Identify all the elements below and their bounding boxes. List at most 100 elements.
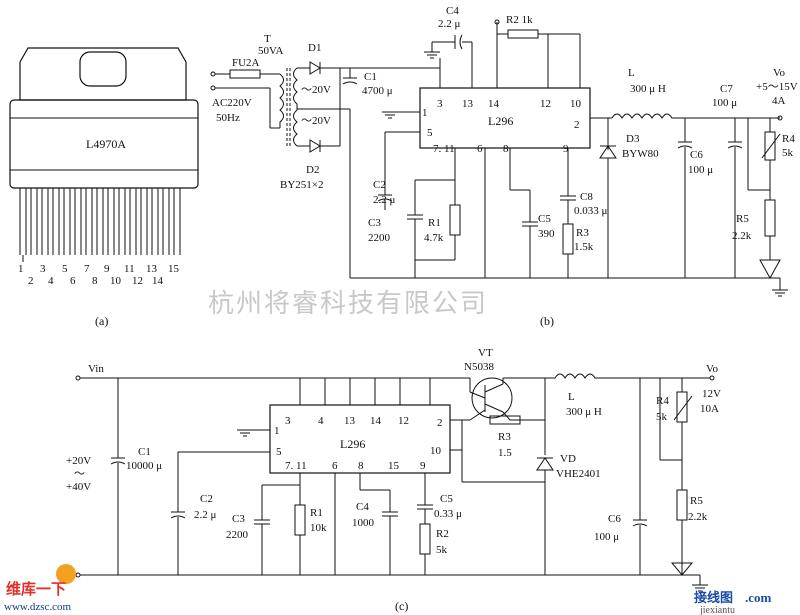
d1-label: D1 <box>308 42 321 54</box>
ic-pin: 10 <box>570 98 582 110</box>
fuse-label: FU2A <box>232 57 260 69</box>
caption-b: (b) <box>540 314 554 328</box>
pin-number: 6 <box>70 275 76 287</box>
r1-resistor <box>449 204 461 236</box>
r2-label: R2 1k <box>506 14 533 26</box>
c1-name: C1 <box>138 446 151 458</box>
footer-logo-left: 维库一下 www.dzsc.com <box>4 564 76 613</box>
c4-plate <box>459 34 463 50</box>
c4-value: 2.2 μ <box>438 18 461 30</box>
r4-value: 5k <box>782 147 794 159</box>
secondary-1-label: ～20V <box>301 84 331 96</box>
chip-body <box>9 99 199 189</box>
l-name: L <box>568 391 575 403</box>
pin-number: 2 <box>28 275 34 287</box>
l-name: L <box>628 67 635 79</box>
transformer-rating: 50VA <box>258 45 284 57</box>
r2-value: 5k <box>436 544 448 556</box>
c8-value: 0.033 μ <box>574 205 608 217</box>
c2-plate <box>170 515 186 519</box>
d3-name: D3 <box>626 133 640 145</box>
panel-a-package: L4970A 1 3 5 7 9 11 13 15 <box>9 47 199 328</box>
r5-value: 2.2k <box>688 511 708 523</box>
c1-value: 4700 μ <box>362 85 393 97</box>
d3-type: BYW80 <box>622 148 659 160</box>
c5-value: 0.33 μ <box>434 508 462 520</box>
r2-resistor <box>419 523 431 555</box>
c6-value: 100 μ <box>688 164 713 176</box>
r3-name: R3 <box>498 431 511 443</box>
ic-pin: 9 <box>420 460 426 472</box>
pin-number: 9 <box>104 263 110 275</box>
watermark: 杭州将睿科技有限公司 <box>208 289 488 318</box>
c7-plate <box>727 145 743 149</box>
vo-name: Vo <box>706 363 719 375</box>
brand-left: 维库一下 <box>6 580 66 598</box>
c1-plate <box>342 81 358 85</box>
transformer-secondary-2 <box>293 109 298 147</box>
r5-value: 2.2k <box>732 230 752 242</box>
r1-value: 10k <box>310 522 327 534</box>
transistor-vt <box>471 377 513 419</box>
c7-value: 100 μ <box>712 97 737 109</box>
transformer-primary <box>279 73 284 128</box>
ic-pin: 8 <box>358 460 364 472</box>
c6-plate <box>632 523 648 527</box>
ic-pin: 13 <box>344 415 356 427</box>
com-label: .com <box>745 590 772 605</box>
c2-name: C2 <box>200 493 213 505</box>
r3-value: 1.5 <box>498 447 512 459</box>
r2-name: R2 <box>436 528 449 540</box>
r2-resistor <box>507 29 539 39</box>
ic-pin: 3 <box>437 98 443 110</box>
c3-value: 2200 <box>368 232 391 244</box>
chip-pins <box>19 188 181 262</box>
r4-name: R4 <box>782 133 795 145</box>
vt-name: VT <box>478 347 493 359</box>
pin-number: 3 <box>40 263 46 275</box>
r4-resistor <box>676 391 688 423</box>
transformer-secondary-1 <box>293 67 298 108</box>
ic-pin: 6 <box>332 460 338 472</box>
ic-name: L296 <box>340 437 365 451</box>
c5-name: C5 <box>440 493 453 505</box>
c4-name: C4 <box>446 5 459 17</box>
pin-number: 10 <box>110 275 122 287</box>
r3-value: 1.5k <box>574 241 594 253</box>
r5-resistor <box>764 199 776 237</box>
ic-pin: 8 <box>503 143 509 155</box>
ic-pin: 5 <box>427 127 433 139</box>
logo-emblem <box>56 564 76 584</box>
c1-name: C1 <box>364 71 377 83</box>
r1-resistor <box>294 504 306 536</box>
vo-voltage: 12V <box>702 388 721 400</box>
c6-plate <box>677 145 693 149</box>
r1-name: R1 <box>310 507 323 519</box>
ic-pin: 12 <box>398 415 409 427</box>
pin-numbers: 1 3 5 7 9 11 13 15 2 4 6 8 10 12 14 <box>18 263 180 287</box>
c4-name: C4 <box>356 501 369 513</box>
c2-value: 2.2 μ <box>373 194 396 206</box>
vin-range-top: +20V <box>66 455 91 467</box>
panel-c-circuit: Vin +20V ～ +40V C1 10000 μ L296 3 4 13 1… <box>66 347 721 613</box>
r1-value: 4.7k <box>424 232 444 244</box>
vt-type: N5038 <box>464 361 494 373</box>
panel-b-circuit: FU2A AC220V 50Hz T 50VA ～20V ～20V D1 D2 … <box>210 5 798 328</box>
ic-pin: 14 <box>488 98 500 110</box>
pin-number: 15 <box>168 263 180 275</box>
r4-name: R4 <box>656 395 669 407</box>
d2-label: D2 <box>306 164 319 176</box>
c1-value: 10000 μ <box>126 460 162 472</box>
c2-value: 2.2 μ <box>194 509 217 521</box>
ic-pin: 7. 11 <box>285 460 307 472</box>
secondary-2-label: ～20V <box>301 115 331 127</box>
l-value: 300 μ H <box>630 83 666 95</box>
ic-pin: 1 <box>274 425 280 437</box>
pin-number: 12 <box>132 275 143 287</box>
c3-name: C3 <box>232 513 245 525</box>
ic-pin: 13 <box>462 98 474 110</box>
r4-value: 5k <box>656 411 668 423</box>
c6-name: C6 <box>608 513 621 525</box>
vin-range-bot: +40V <box>66 481 91 493</box>
ic-pin: 2 <box>574 119 580 131</box>
